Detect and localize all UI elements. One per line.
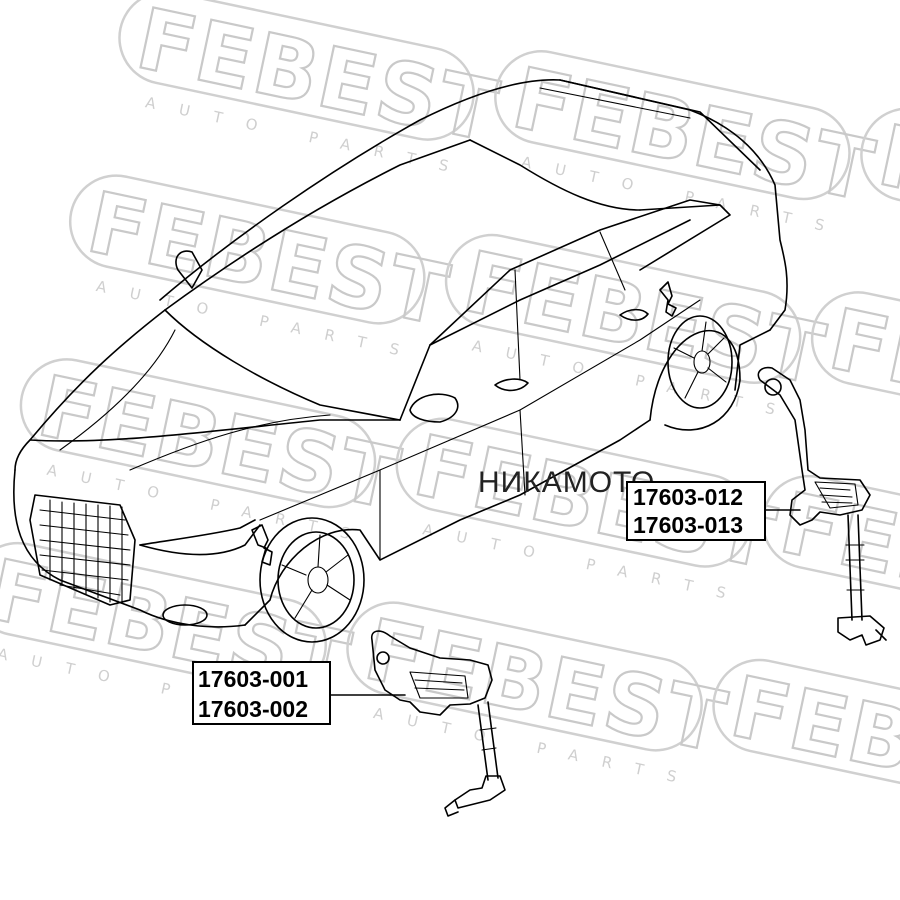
watermark-11: FEBEST AUTO PARTS [346, 599, 736, 791]
rear-wheel [649, 315, 741, 431]
watermark-4: FEBEST AUTO PARTS [68, 172, 459, 364]
front-part-number-callout: 17603-001 17603-002 [192, 661, 331, 725]
part-number-17603-012: 17603-012 [633, 484, 743, 510]
overlay-watermark-text: НИКАМОТО [478, 466, 655, 499]
front-height-sensor [370, 630, 506, 817]
front-wheel [259, 517, 365, 643]
grille-mesh [39, 499, 131, 603]
watermark-brand: FEBEST [821, 290, 900, 462]
part-number-17603-013: 17603-013 [633, 512, 743, 538]
rear-sensor-location-mark [659, 281, 677, 317]
part-number-17603-002: 17603-002 [198, 696, 308, 722]
rear-part-number-callout: 17603-012 17603-013 [626, 481, 766, 541]
watermark-1: FEBEST AUTO PARTS [118, 0, 508, 180]
watermark-2: FEBEST AUTO PARTS [494, 48, 884, 240]
front-sensor-location-mark [251, 524, 273, 566]
car-illustration [13, 79, 788, 643]
watermark-brand: FEBEST [772, 474, 900, 646]
part-number-17603-001: 17603-001 [198, 666, 308, 692]
watermark-7: FEBEST AUTO PARTS [19, 356, 410, 548]
rear-height-sensor [757, 366, 887, 646]
